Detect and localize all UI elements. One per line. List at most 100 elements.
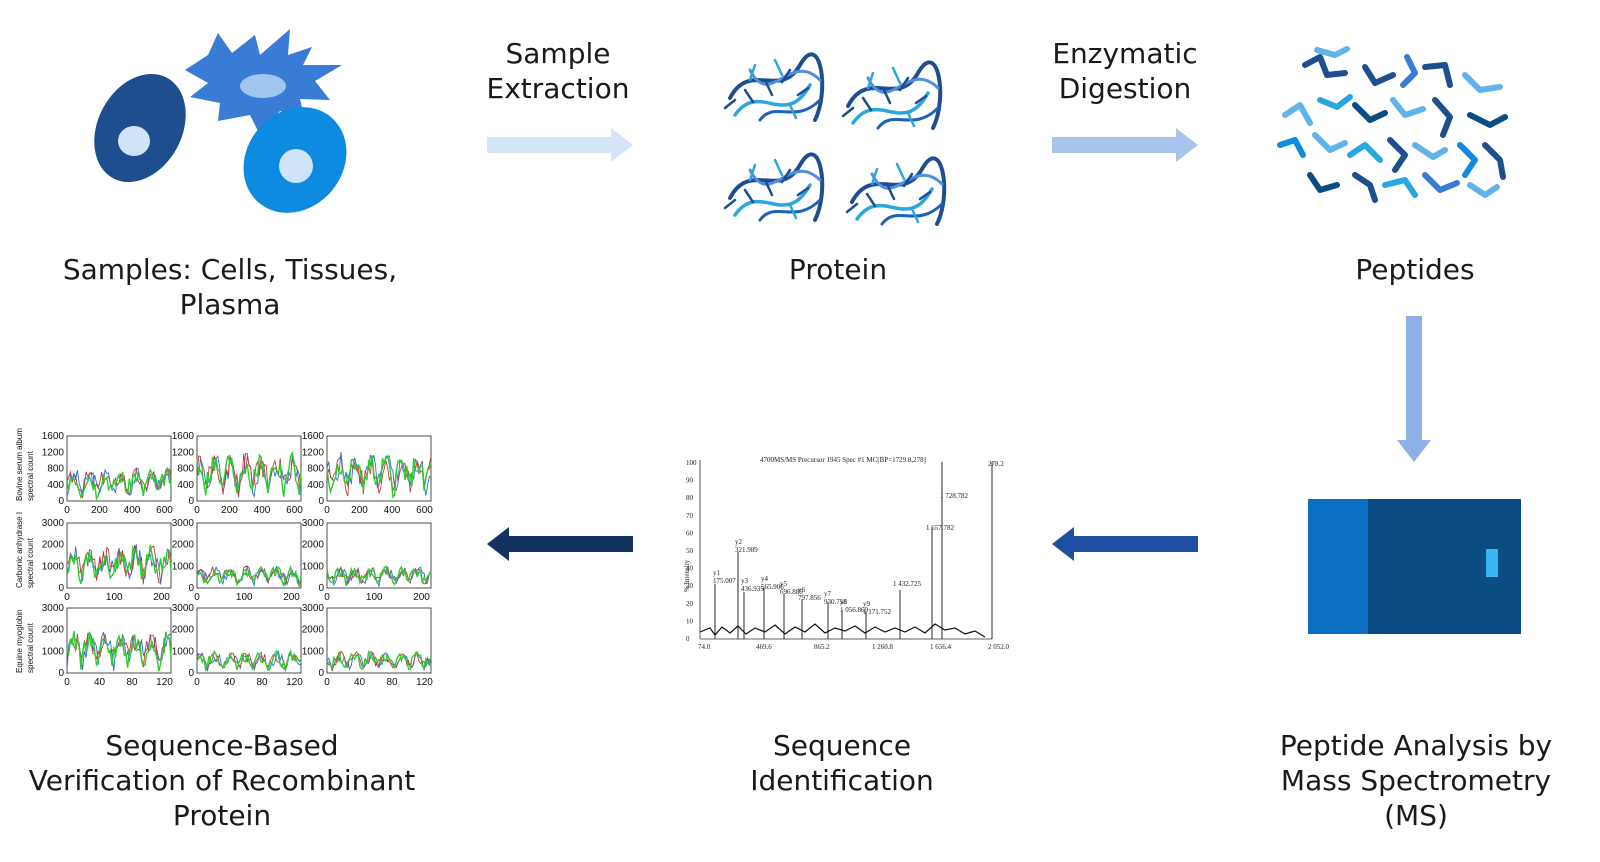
grid-ytick: 3000 bbox=[172, 518, 195, 529]
grid-xtick: 120 bbox=[416, 677, 433, 688]
grid-ytick: 1600 bbox=[302, 431, 325, 442]
grid-series-line bbox=[196, 651, 302, 671]
grid-ytick: 1000 bbox=[302, 561, 325, 572]
grid-xtick: 200 bbox=[221, 505, 238, 516]
grid-series-line bbox=[326, 650, 432, 672]
grid-series-line bbox=[326, 566, 432, 588]
grid-ytick: 1600 bbox=[42, 431, 65, 442]
extraction-label: Sample Extraction bbox=[486, 37, 630, 105]
grid-xtick: 80 bbox=[386, 677, 398, 688]
grid-ytick: 1000 bbox=[172, 646, 195, 657]
grid-xtick: 200 bbox=[283, 592, 300, 603]
grid-ytick: 1000 bbox=[42, 561, 65, 572]
spectrum-xtick: 74.0 bbox=[698, 643, 711, 651]
ms-instrument-body bbox=[1368, 499, 1521, 634]
spectrum-ytick: 20 bbox=[686, 600, 694, 608]
grid-xtick: 200 bbox=[91, 505, 108, 516]
spiky-cell-nucleus bbox=[240, 74, 286, 98]
grid-ytick: 2000 bbox=[172, 625, 195, 636]
grid-ytick: 3000 bbox=[302, 518, 325, 529]
grid-xtick: 0 bbox=[324, 505, 330, 516]
grid-series-line bbox=[66, 630, 172, 672]
spectrum-xtick: 1 260.8 bbox=[872, 643, 894, 651]
grid-series-line bbox=[326, 565, 432, 587]
spectrum-peak-label: 1 657.782 bbox=[926, 524, 955, 532]
grid-series-line bbox=[66, 544, 172, 585]
grid-ytick: 1200 bbox=[302, 447, 325, 458]
spectrum-ytick: 100 bbox=[686, 459, 697, 467]
peptides-illustration bbox=[1277, 46, 1508, 203]
grid-ytick: 400 bbox=[307, 480, 324, 491]
spectrum-peak-label: 1 728.782 bbox=[940, 492, 969, 500]
grid-xtick: 200 bbox=[153, 592, 170, 603]
grid-ytick: 0 bbox=[188, 496, 194, 507]
ms-instrument bbox=[1308, 499, 1521, 634]
grid-series-line bbox=[196, 450, 302, 497]
sequence-id-label: Sequence Identification bbox=[750, 729, 934, 797]
protein-illustration bbox=[723, 52, 947, 226]
spectrum-ytick: 60 bbox=[686, 529, 694, 537]
grid-xtick: 80 bbox=[126, 677, 138, 688]
verification-arrow bbox=[487, 527, 633, 561]
grid-xtick: 0 bbox=[324, 677, 330, 688]
spectrum-xtick: 865.2 bbox=[814, 643, 830, 651]
verification-label: Sequence-Based Verification of Recombina… bbox=[28, 729, 416, 832]
spectrum-xtick: 469.6 bbox=[756, 643, 772, 651]
grid-ytick: 0 bbox=[58, 668, 64, 679]
grid-panel bbox=[326, 607, 432, 674]
grid-ytick: 3000 bbox=[302, 603, 325, 614]
spectrum-peaks bbox=[714, 462, 993, 639]
ms-label: Peptide Analysis by Mass Spectrometry (M… bbox=[1279, 729, 1553, 832]
cells-illustration bbox=[94, 29, 347, 213]
grid-xtick: 400 bbox=[254, 505, 271, 516]
grid-ytick: 2000 bbox=[302, 625, 325, 636]
spectrum-xtick: 2 052.0 bbox=[988, 643, 1010, 651]
grid-ytick: 2000 bbox=[302, 540, 325, 551]
spectrum-ylabel: % Intensity bbox=[683, 559, 691, 592]
grid-series-line bbox=[326, 455, 432, 499]
light-cell-nucleus bbox=[279, 149, 313, 183]
grid-xtick: 600 bbox=[156, 505, 173, 516]
grid-series-line bbox=[326, 649, 432, 671]
grid-ytick: 400 bbox=[47, 480, 64, 491]
grid-ytick: 0 bbox=[318, 668, 324, 679]
grid-ytick: 800 bbox=[307, 464, 324, 475]
spectrum-ytick: 80 bbox=[686, 494, 694, 502]
spectrum-xtick: 1 656.4 bbox=[930, 643, 952, 651]
grid-xtick: 120 bbox=[286, 677, 303, 688]
grid-xtick: 0 bbox=[64, 677, 70, 688]
grid-series-line bbox=[196, 649, 302, 673]
ms-spectrum-chart: 4700MS/MS Precursor 1945 Spec #1 MC[BP=1… bbox=[683, 456, 1010, 651]
grid-series-line bbox=[196, 565, 302, 586]
grid-xtick: 100 bbox=[106, 592, 123, 603]
grid-xtick: 0 bbox=[64, 592, 70, 603]
spectrum-ytick: 40 bbox=[686, 565, 694, 573]
grid-xtick: 400 bbox=[124, 505, 141, 516]
grid-panel bbox=[66, 522, 172, 589]
samples-label: Samples: Cells, Tissues, Plasma bbox=[62, 253, 398, 321]
spectrum-ytick: 10 bbox=[686, 617, 694, 625]
spectrum-ytick: 90 bbox=[686, 477, 694, 485]
grid-panel bbox=[196, 607, 302, 674]
grid-ytick: 2000 bbox=[42, 540, 65, 551]
grid-ytick: 800 bbox=[47, 464, 64, 475]
grid-ytick: 3000 bbox=[42, 603, 65, 614]
digestion-arrow bbox=[1052, 128, 1198, 162]
grid-ytick: 0 bbox=[58, 496, 64, 507]
ms-instrument-front bbox=[1308, 499, 1368, 634]
dark-cell bbox=[94, 73, 186, 183]
grid-series-line bbox=[196, 453, 302, 496]
grid-xtick: 120 bbox=[156, 677, 173, 688]
grid-ytick: 1600 bbox=[172, 431, 195, 442]
grid-ytick: 2000 bbox=[172, 540, 195, 551]
